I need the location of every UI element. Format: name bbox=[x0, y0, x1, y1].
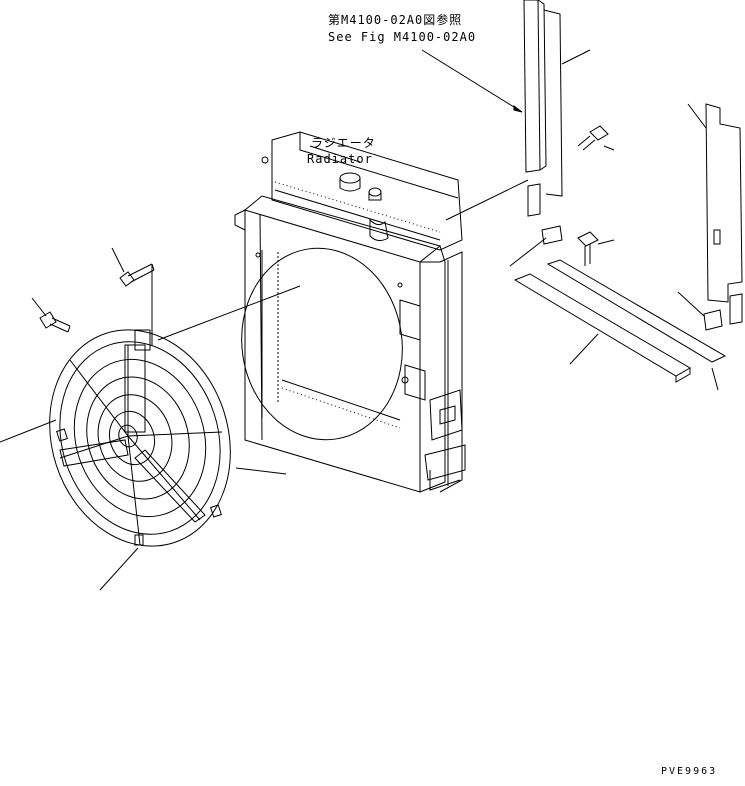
bolt-fan-guard bbox=[40, 312, 70, 332]
radiator-assembly bbox=[229, 132, 465, 492]
bolt-right-lower bbox=[578, 232, 598, 266]
bolt-right-upper bbox=[578, 126, 608, 150]
seal-strip-left-vertical bbox=[524, 0, 562, 216]
radiator-label-jp: ラジエータ bbox=[311, 136, 376, 150]
fan-guard bbox=[22, 306, 257, 570]
radiator-label-en: Radiator bbox=[307, 152, 373, 166]
bolt-upper-left bbox=[120, 264, 154, 286]
seal-strip-right-vertical bbox=[704, 104, 742, 330]
drawing-code: PVE9963 bbox=[661, 766, 718, 777]
leader-lines bbox=[0, 50, 718, 590]
reference-note-en: See Fig M4100-02A0 bbox=[328, 30, 477, 44]
reference-note-jp: 第M4100-02A0図参照 bbox=[328, 13, 463, 27]
seal-block-small bbox=[542, 226, 562, 244]
seal-strip-bottom bbox=[515, 260, 725, 382]
